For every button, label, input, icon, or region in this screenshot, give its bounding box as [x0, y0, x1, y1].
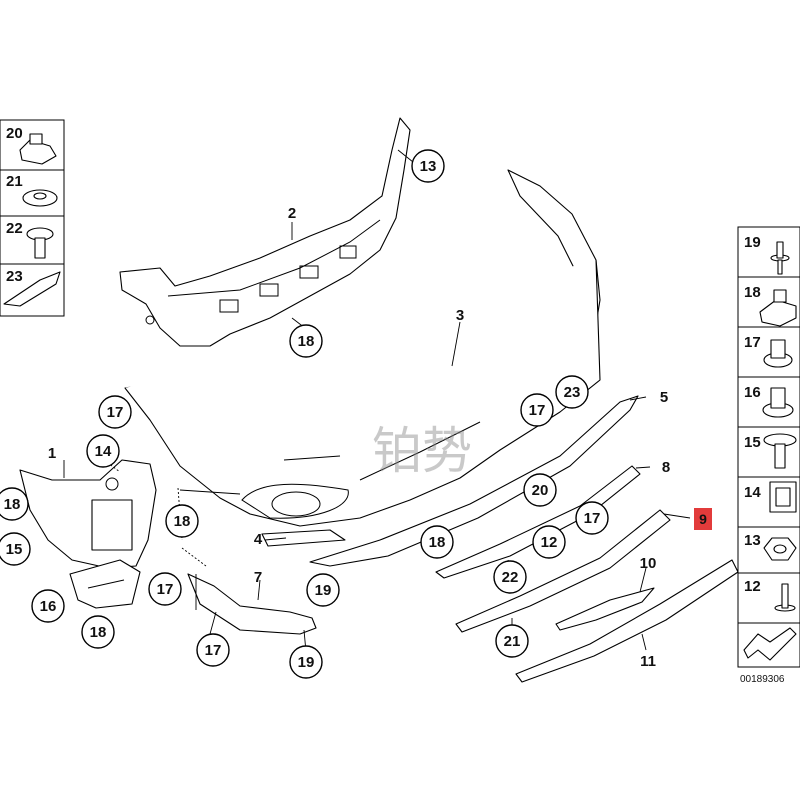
svg-text:17: 17	[107, 404, 124, 421]
label-1: 1	[48, 445, 56, 462]
callout-21: 21	[495, 624, 529, 658]
callout-15: 15	[0, 532, 31, 566]
legend-right-13: 13	[744, 532, 761, 549]
lower-trim-left-part	[187, 573, 317, 635]
hex-nut-icon	[763, 537, 797, 561]
callout-17: 17	[98, 395, 132, 429]
callout-19: 19	[306, 573, 340, 607]
label-8: 8	[662, 459, 670, 476]
callout-17: 17	[520, 393, 554, 427]
callout-20: 20	[523, 473, 557, 507]
nut-plate-icon	[769, 481, 797, 513]
callout-18: 18	[420, 525, 454, 559]
reflector-strip-part	[261, 529, 346, 547]
svg-text:19: 19	[298, 654, 315, 671]
callout-22: 22	[493, 560, 527, 594]
legend-right-17: 17	[744, 334, 761, 351]
diffuser-insert-part	[555, 587, 655, 631]
screw-icon	[763, 433, 797, 469]
lower-bracket-part	[69, 559, 141, 609]
label-7: 7	[254, 569, 262, 586]
legend-right-12: 12	[744, 578, 761, 595]
callout-17: 17	[196, 633, 230, 667]
clip-nut-icon	[19, 133, 57, 165]
left-bracket-part	[19, 459, 157, 569]
svg-text:19: 19	[315, 582, 332, 599]
callout-14: 14	[86, 434, 120, 468]
label-4: 4	[254, 531, 263, 548]
svg-text:17: 17	[157, 581, 174, 598]
svg-text:17: 17	[205, 642, 222, 659]
svg-text:18: 18	[298, 333, 315, 350]
clip-nut-icon	[759, 289, 797, 327]
svg-text:13: 13	[420, 158, 437, 175]
upper-strip-part	[309, 395, 639, 567]
left-legend-panel: 20 21 22 23	[0, 119, 65, 317]
legend-left-21: 21	[6, 173, 23, 190]
legend-right-16: 16	[744, 384, 761, 401]
legend-left-20: 20	[6, 125, 23, 142]
label-11: 11	[640, 653, 656, 670]
mounting-arrow-icon	[743, 627, 797, 661]
callout-18: 18	[289, 324, 323, 358]
washer-icon	[22, 189, 58, 207]
watermark-text: 铂势	[372, 423, 472, 479]
svg-text:18: 18	[4, 496, 21, 513]
middle-diffuser-part	[455, 509, 671, 633]
callout-17: 17	[148, 572, 182, 606]
svg-text:15: 15	[6, 541, 23, 558]
svg-text:21: 21	[504, 633, 521, 650]
svg-text:18: 18	[90, 624, 107, 641]
svg-text:17: 17	[584, 510, 601, 527]
bolt-washer-icon	[763, 339, 793, 368]
highlight-box	[694, 508, 712, 530]
svg-text:18: 18	[429, 534, 446, 551]
callout-16: 16	[31, 589, 65, 623]
highlighted-label-9: 9	[694, 508, 712, 530]
label-5: 5	[660, 389, 668, 406]
callout-23: 23	[555, 375, 589, 409]
svg-text:22: 22	[502, 569, 519, 586]
plastic-rivet-icon	[774, 583, 796, 612]
lower-diffuser-part	[515, 559, 739, 683]
bumper-cover-part	[124, 169, 601, 527]
legend-left-22: 22	[6, 220, 23, 237]
callout-13: 13	[411, 149, 445, 183]
label-10: 10	[640, 555, 657, 572]
collar-screw-icon	[762, 387, 794, 418]
callout-17: 17	[575, 501, 609, 535]
svg-text:23: 23	[564, 384, 581, 401]
plain-labels: 2 3 1 4 5 7 8 10 11	[48, 205, 670, 670]
legend-right-15: 15	[744, 434, 761, 451]
legend-right-18: 18	[744, 284, 761, 301]
legend-right-14: 14	[744, 484, 761, 501]
right-legend-panel: 19 18 17 16 15 14 13 12	[737, 226, 800, 668]
rivet-icon	[770, 241, 790, 275]
svg-text:20: 20	[532, 482, 549, 499]
callout-19: 19	[289, 645, 323, 679]
legend-right-19: 19	[744, 234, 761, 251]
strip-clip-icon	[3, 271, 61, 307]
upper-diffuser-part	[435, 465, 641, 579]
label-3: 3	[456, 307, 464, 324]
svg-text:18: 18	[174, 513, 191, 530]
callout-18: 18	[81, 615, 115, 649]
reference-code: 00189306	[740, 674, 785, 685]
label-2: 2	[288, 205, 296, 222]
svg-text:17: 17	[529, 402, 546, 419]
svg-text:9: 9	[699, 511, 707, 527]
callout-18: 18	[0, 487, 29, 521]
svg-text:12: 12	[541, 534, 558, 551]
callout-circles: 13 18 23 17 17 14 18 15 18 16 18 17 17 1…	[0, 149, 609, 679]
callout-12: 12	[532, 525, 566, 559]
screw-icon	[26, 227, 54, 259]
bumper-carrier-part	[119, 117, 411, 347]
svg-text:16: 16	[40, 598, 57, 615]
callout-18: 18	[165, 504, 199, 538]
legend-left-23: 23	[6, 268, 23, 285]
svg-text:14: 14	[95, 443, 112, 460]
